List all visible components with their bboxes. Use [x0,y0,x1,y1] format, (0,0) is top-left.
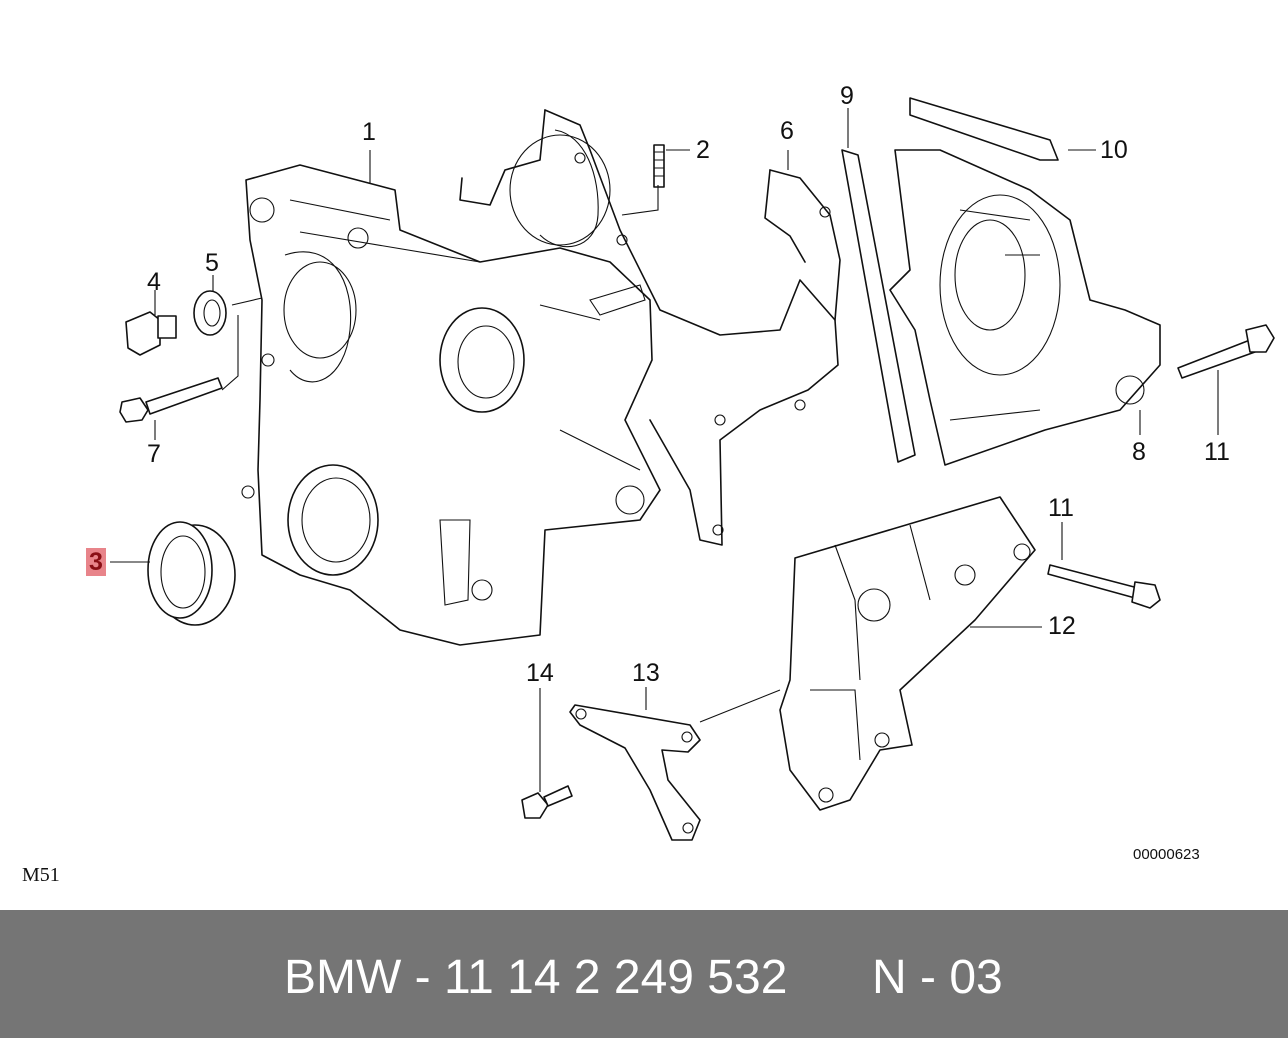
footer-part-number: BMW - 11 14 2 249 532 [284,951,788,1004]
callout-7: 7 [147,440,161,468]
callout-9: 9 [840,82,854,110]
part-8-bracket-plate [889,149,1161,466]
callout-4: 4 [147,268,161,296]
callout-14: 14 [526,659,554,687]
part-6-gasket [459,109,841,546]
callout-11-lower: 11 [1048,494,1074,522]
callout-3-highlighted[interactable]: 3 [86,548,106,576]
callout-12: 12 [1048,612,1076,640]
callout-5: 5 [205,249,219,277]
part-11-bolt-upper [1177,324,1275,379]
callout-1: 1 [362,118,376,146]
part-10-tensioner-rail [909,97,1059,161]
part-2-stud [653,144,665,188]
part-11-bolt-lower [1047,564,1161,609]
part-7-hex-bolt [119,377,223,423]
diagram-drawing [110,97,1275,841]
callout-13: 13 [632,659,660,687]
part-4-screw-plug [125,311,177,356]
callout-11-upper: 11 [1204,438,1230,466]
leader-lines [110,108,1219,792]
footer-bar [0,910,1288,1038]
part-9-guide-rail [841,149,916,463]
part-3-shaft-seal [147,521,236,626]
part-14-bolt [521,785,573,819]
callout-6: 6 [780,117,794,145]
part-5-gasket-ring [193,290,227,336]
part-1-timing-cover [241,164,661,646]
callout-10: 10 [1100,136,1128,164]
engine-variant-label: M51 [22,864,60,886]
callout-2: 2 [696,136,710,164]
parts-diagram: 1 2 3 4 5 6 7 8 9 10 11 11 12 13 14 M51 … [22,82,1275,886]
figure-code: 00000623 [1133,846,1200,863]
footer-reference: N - 03 [872,951,1003,1004]
part-12-support-bracket [779,496,1036,811]
part-13-bracket-link [569,704,701,841]
callout-8: 8 [1132,438,1146,466]
